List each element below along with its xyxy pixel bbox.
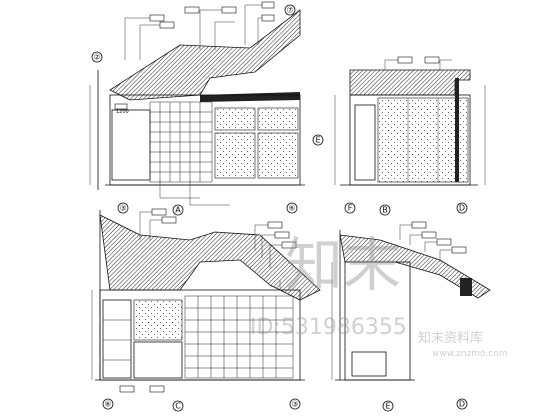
annotation-tag bbox=[221, 6, 237, 14]
door bbox=[354, 104, 376, 181]
grid-bubble-tr-f: F bbox=[344, 202, 356, 214]
dotted-panel bbox=[133, 299, 183, 341]
grid-bubble-tl-6: ⑥ bbox=[286, 202, 298, 214]
dotted-panel bbox=[257, 132, 299, 179]
dotted-panel bbox=[214, 107, 256, 131]
annotation-tag bbox=[411, 221, 427, 229]
annotation-tag bbox=[119, 385, 135, 393]
grid-bubble-label: A bbox=[175, 206, 181, 215]
watermark-url: www.znzmo.com bbox=[432, 349, 507, 359]
leader-lines bbox=[399, 224, 452, 262]
grid-bubble-label: D bbox=[459, 400, 465, 409]
annotation-tag bbox=[151, 208, 167, 216]
elevation-top-left: 1200 ② ⑦ E ③ A ⑥ bbox=[89, 1, 324, 216]
grid-bubble-label: D bbox=[459, 204, 465, 213]
shelf-lines bbox=[103, 319, 131, 361]
dotted-wall-panel bbox=[377, 97, 469, 183]
watermark-brand: 知末 bbox=[285, 231, 401, 299]
ceiling-section bbox=[349, 69, 471, 96]
column bbox=[460, 278, 472, 296]
grid-bubble-br-e: E bbox=[382, 400, 394, 412]
elevation-top-right: F B D bbox=[334, 56, 486, 216]
annotation-tag bbox=[149, 385, 165, 393]
grid-bubble-bl-c: C bbox=[172, 400, 184, 412]
grid-bubble-label: F bbox=[348, 204, 353, 213]
annotation-tag bbox=[397, 56, 413, 64]
annotation-tag bbox=[261, 1, 275, 9]
annotation-tag bbox=[281, 241, 297, 249]
leader-lines bbox=[384, 59, 452, 70]
annotation-tag bbox=[436, 238, 452, 246]
grid-bubble-tl-a: A bbox=[172, 204, 184, 216]
grid-bubble-label: E bbox=[385, 402, 390, 411]
glass-grid-lines bbox=[150, 102, 212, 182]
grid-bubble-label: ⑥ bbox=[288, 204, 295, 213]
annotation-tag bbox=[114, 103, 128, 110]
annotation-tag bbox=[424, 56, 440, 64]
dotted-panel bbox=[257, 107, 299, 131]
grid-bubble-tl-3: ③ bbox=[117, 202, 129, 214]
grid-bubble-br-d: D bbox=[456, 398, 468, 410]
grid-bubble-tr-b: B bbox=[379, 204, 391, 216]
grid-bubble-label: ② bbox=[93, 53, 100, 62]
column bbox=[455, 78, 459, 182]
annotation-tag bbox=[267, 221, 283, 229]
annotation-tag bbox=[184, 6, 200, 14]
annotation-tag bbox=[149, 14, 165, 22]
grid-bubble-label: C bbox=[175, 402, 181, 411]
leader-lines bbox=[139, 211, 292, 291]
grid-bubble-label: ③ bbox=[291, 400, 298, 409]
watermark-id: ID:531986355 bbox=[250, 315, 407, 340]
grid-bubble-bl-6: ⑥ bbox=[102, 398, 114, 410]
elevation-bottom-left: ⑥ C ③ bbox=[91, 208, 321, 412]
cabinet bbox=[111, 109, 151, 181]
leader-lines bbox=[124, 4, 272, 206]
dotted-panel bbox=[214, 132, 256, 179]
grid-bubble-label: ⑥ bbox=[104, 400, 111, 409]
grid-bubble-tl-right: ⑦ bbox=[284, 4, 296, 16]
elevation-bottom-right: E D bbox=[331, 221, 491, 412]
grid-bubble-label: ⑦ bbox=[286, 6, 293, 15]
grid-bubble-label: E bbox=[315, 136, 320, 145]
grid-bubble-tr-d: D bbox=[456, 202, 468, 214]
cabinet bbox=[102, 299, 132, 379]
grid-bubble-label: ③ bbox=[119, 204, 126, 213]
fixture bbox=[351, 351, 387, 377]
annotation-tag bbox=[261, 14, 275, 22]
dimension-label: 1200 bbox=[116, 109, 129, 115]
grid-bubble-tl-left: ② bbox=[91, 51, 103, 63]
watermark: 知末 ID:531986355 知末资料库 www.znzmo.com bbox=[250, 231, 507, 359]
annotation-tag bbox=[274, 231, 290, 239]
watermark-brand-small: 知末资料库 bbox=[418, 330, 483, 346]
glass-grid-lines bbox=[185, 296, 293, 378]
cabinet bbox=[133, 341, 183, 379]
annotation-tag bbox=[451, 246, 467, 254]
grid-bubble-tl-e: E bbox=[312, 134, 324, 146]
annotation-tag bbox=[421, 231, 437, 239]
grid-bubble-bl-3: ③ bbox=[289, 398, 301, 410]
annotation-tag bbox=[161, 216, 177, 224]
grid-bubble-label: B bbox=[382, 206, 388, 215]
annotation-tag bbox=[159, 21, 175, 29]
beam bbox=[200, 92, 300, 102]
glass-grid-wall bbox=[184, 295, 294, 379]
sloped-ceiling-section bbox=[109, 9, 301, 101]
